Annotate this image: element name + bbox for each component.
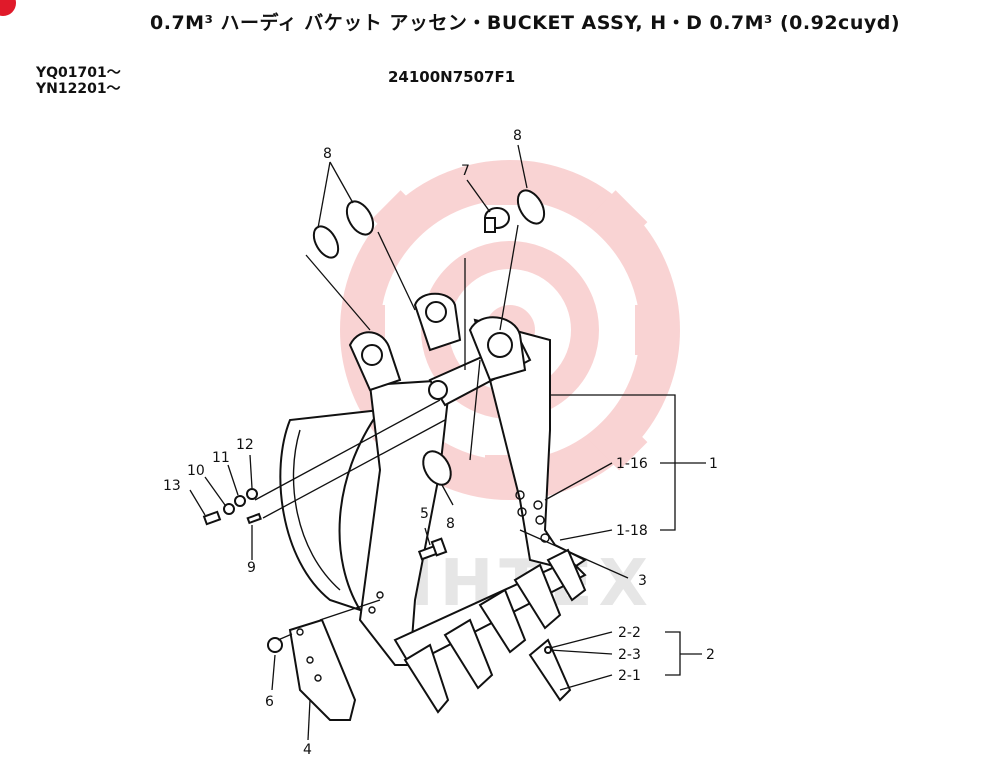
- callout-8: 8: [323, 146, 332, 162]
- callout-2-1: 2-1: [618, 668, 641, 684]
- callout-8: 8: [446, 516, 455, 532]
- callout-8: 8: [513, 128, 522, 144]
- callout-5: 5: [420, 506, 429, 522]
- bucket-teeth: [403, 548, 587, 714]
- callout-1-16: 1-16: [616, 456, 648, 472]
- callout-1: 1: [709, 456, 718, 472]
- seal-ring: [516, 189, 546, 225]
- pin-hardware: [202, 488, 262, 526]
- corner-badge: [0, 0, 16, 16]
- seal-ring: [345, 200, 375, 236]
- bushing: [484, 207, 510, 233]
- callout-7: 7: [461, 163, 470, 179]
- diagram-title: 0.7M³ ハーディ バケット アッセン・BUCKET ASSY, H・D 0.…: [150, 12, 901, 34]
- tooth-point: [528, 638, 572, 702]
- callout-6: 6: [265, 694, 274, 710]
- bolt: [417, 537, 448, 561]
- nut: [267, 637, 283, 653]
- callout-12: 12: [236, 437, 254, 453]
- callout-2: 2: [706, 647, 715, 663]
- callout-3: 3: [638, 573, 647, 589]
- callout-2-2: 2-2: [618, 625, 641, 641]
- seal-ring: [312, 225, 340, 259]
- leader-lines: [189, 144, 706, 741]
- callout-13: 13: [163, 478, 181, 494]
- seal-ring: [422, 450, 452, 486]
- callout-2-3: 2-3: [618, 647, 641, 663]
- callout-9: 9: [247, 560, 256, 576]
- callout-10: 10: [187, 463, 205, 479]
- callout-1-18: 1-18: [616, 523, 648, 539]
- callout-4: 4: [303, 742, 312, 758]
- callout-11: 11: [212, 450, 230, 466]
- serial-range-1: YQ01701～: [36, 65, 121, 81]
- part-number: 24100N7507F1: [388, 68, 516, 86]
- serial-range-2: YN12201～: [36, 81, 121, 97]
